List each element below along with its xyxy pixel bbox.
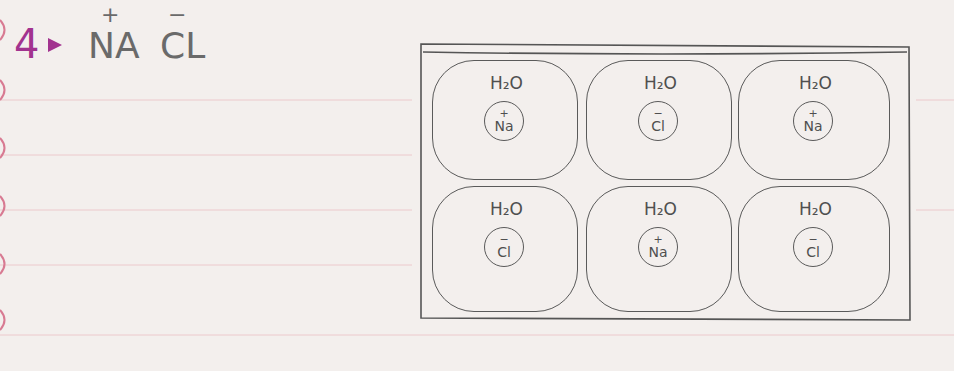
item-number: 4 [14, 24, 39, 64]
ion-charge: + [653, 234, 662, 245]
ion-circle: −Cl [638, 101, 678, 141]
ion-symbol: Cl [497, 245, 511, 260]
water-label: H₂O [644, 75, 677, 92]
water-region: H₂O +Na [586, 186, 732, 312]
ion-symbol: Cl [806, 245, 820, 260]
ion-charge: − [653, 108, 662, 119]
water-region: H₂O −Cl [432, 186, 578, 312]
water-label: H₂O [799, 75, 832, 92]
ion-circle: +Na [638, 227, 678, 267]
water-region: H₂O −Cl [586, 60, 732, 180]
container [421, 44, 910, 320]
ion-circle: −Cl [793, 227, 833, 267]
ion-symbol: Na [494, 119, 513, 134]
ion-circle: −Cl [484, 227, 524, 267]
ion-charge: − [499, 234, 508, 245]
ion-label: CL [160, 28, 205, 64]
water-label: H₂O [644, 201, 677, 218]
ion-circle: +Na [793, 101, 833, 141]
ion-label: + [101, 4, 119, 26]
ion-symbol: Cl [651, 119, 665, 134]
water-label: H₂O [799, 201, 832, 218]
water-label: H₂O [490, 75, 523, 92]
water-label: H₂O [490, 201, 523, 218]
water-region: H₂O −Cl [738, 186, 890, 312]
ion-symbol: Na [648, 245, 667, 260]
ion-label: − [168, 4, 186, 26]
ion-symbol: Na [803, 119, 822, 134]
ion-circle: +Na [484, 101, 524, 141]
ion-label: NA [88, 28, 140, 64]
arrow-mark [48, 38, 62, 52]
binder-holes [0, 20, 5, 330]
ion-charge: + [808, 108, 817, 119]
ion-charge: + [499, 108, 508, 119]
ion-charge: − [808, 234, 817, 245]
ruled-lines [0, 100, 954, 335]
water-region: H₂O +Na [432, 60, 578, 180]
water-region: H₂O +Na [738, 60, 890, 180]
